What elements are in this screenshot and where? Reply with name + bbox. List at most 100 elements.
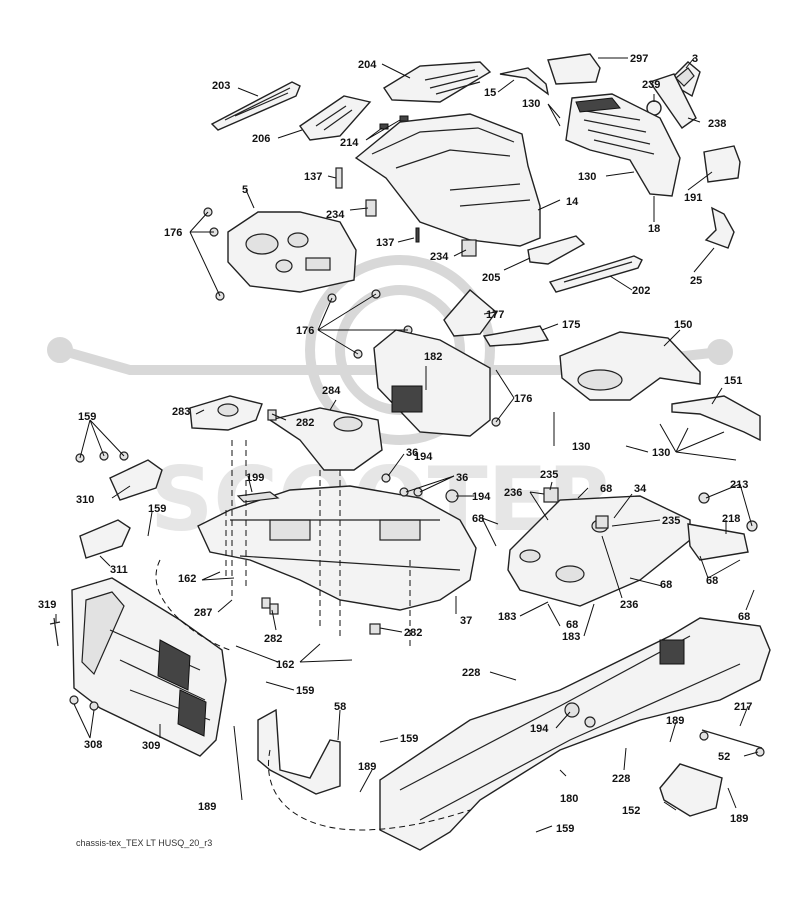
label-36: 36 xyxy=(406,447,418,459)
part-217 xyxy=(699,729,765,757)
label-152: 152 xyxy=(622,805,640,817)
assembly-lines xyxy=(155,440,471,831)
label-162: 162 xyxy=(276,659,294,671)
part-191 xyxy=(703,145,741,183)
label-68: 68 xyxy=(600,483,612,495)
label-159: 159 xyxy=(556,823,574,835)
label-130: 130 xyxy=(578,171,596,183)
diagram-caption: chassis-tex_TEX LT HUSQ_20_r3 xyxy=(76,838,212,848)
label-137: 137 xyxy=(376,237,394,249)
part-14 xyxy=(354,113,541,247)
label-18: 18 xyxy=(648,223,660,235)
label-282: 282 xyxy=(264,633,282,645)
part-150 xyxy=(559,331,701,401)
label-68: 68 xyxy=(706,575,718,587)
label-214: 214 xyxy=(340,137,359,149)
label-68: 68 xyxy=(738,611,750,623)
part-177 xyxy=(443,289,497,337)
label-228: 228 xyxy=(612,773,630,785)
label-194: 194 xyxy=(414,451,433,463)
part-151 xyxy=(671,395,761,442)
part-235 xyxy=(543,487,609,529)
part-25 xyxy=(704,206,735,249)
label-159: 159 xyxy=(400,733,418,745)
part-218 xyxy=(687,523,749,561)
label-311: 311 xyxy=(110,564,128,576)
label-183: 183 xyxy=(498,611,516,623)
part-311 xyxy=(79,519,131,559)
part-204 xyxy=(383,61,492,103)
label-137: 137 xyxy=(304,171,322,183)
label-218: 218 xyxy=(722,513,740,525)
part-202 xyxy=(548,255,643,293)
label-180: 180 xyxy=(560,793,578,805)
part-203 xyxy=(210,81,301,131)
label-235: 235 xyxy=(662,515,680,527)
label-3: 3 xyxy=(692,53,698,65)
label-68: 68 xyxy=(472,513,484,525)
label-309: 309 xyxy=(142,740,160,752)
label-176: 176 xyxy=(164,227,182,239)
part-37 xyxy=(197,485,477,611)
label-213: 213 xyxy=(730,479,748,491)
label-150: 150 xyxy=(674,319,692,331)
label-236: 236 xyxy=(504,487,522,499)
label-194: 194 xyxy=(472,491,491,503)
part-309 xyxy=(71,577,227,757)
label-283: 283 xyxy=(172,406,190,418)
part-15 xyxy=(499,67,550,96)
label-282: 282 xyxy=(404,627,422,639)
label-234: 234 xyxy=(326,209,345,221)
part-58 xyxy=(257,708,341,795)
label-239: 239 xyxy=(642,79,660,91)
label-319: 319 xyxy=(38,599,56,611)
label-228: 228 xyxy=(462,667,480,679)
label-205: 205 xyxy=(482,272,500,284)
label-130: 130 xyxy=(572,441,590,453)
label-284: 284 xyxy=(322,385,341,397)
label-159: 159 xyxy=(148,503,166,515)
part-238 xyxy=(648,73,697,129)
label-189: 189 xyxy=(198,801,216,813)
label-25: 25 xyxy=(690,275,702,287)
part-180 xyxy=(379,617,771,851)
label-159: 159 xyxy=(296,685,314,697)
label-234: 234 xyxy=(430,251,449,263)
label-176: 176 xyxy=(514,393,532,405)
label-189: 189 xyxy=(666,715,684,727)
part-182 xyxy=(373,329,491,437)
label-238: 238 xyxy=(708,118,726,130)
label-203: 203 xyxy=(212,80,230,92)
label-177: 177 xyxy=(486,309,504,321)
part-152 xyxy=(659,763,723,817)
label-5: 5 xyxy=(242,184,248,196)
label-236: 236 xyxy=(620,599,638,611)
part-194-washer xyxy=(564,702,596,728)
label-175: 175 xyxy=(562,319,580,331)
part-5 xyxy=(227,211,357,293)
label-36: 36 xyxy=(456,472,468,484)
part-284 xyxy=(268,407,383,471)
label-189: 189 xyxy=(730,813,748,825)
label-159: 159 xyxy=(78,411,96,423)
part-199 xyxy=(236,491,280,503)
label-176: 176 xyxy=(296,325,314,337)
label-183: 183 xyxy=(562,631,580,643)
label-217: 217 xyxy=(734,701,752,713)
leader-lines xyxy=(55,57,759,833)
part-205 xyxy=(527,235,586,265)
label-310: 310 xyxy=(76,494,94,506)
label-204: 204 xyxy=(358,59,377,71)
label-191: 191 xyxy=(684,192,702,204)
label-130: 130 xyxy=(652,447,670,459)
label-297: 297 xyxy=(630,53,648,65)
label-235: 235 xyxy=(540,469,558,481)
label-37: 37 xyxy=(460,615,472,627)
part-labels: 203 204 297 3 15 239 130 206 214 238 130… xyxy=(38,53,752,835)
part-206 xyxy=(299,95,372,141)
part-283 xyxy=(189,395,263,431)
part-175 xyxy=(482,325,550,347)
label-130: 130 xyxy=(522,98,540,110)
label-151: 151 xyxy=(724,375,742,387)
